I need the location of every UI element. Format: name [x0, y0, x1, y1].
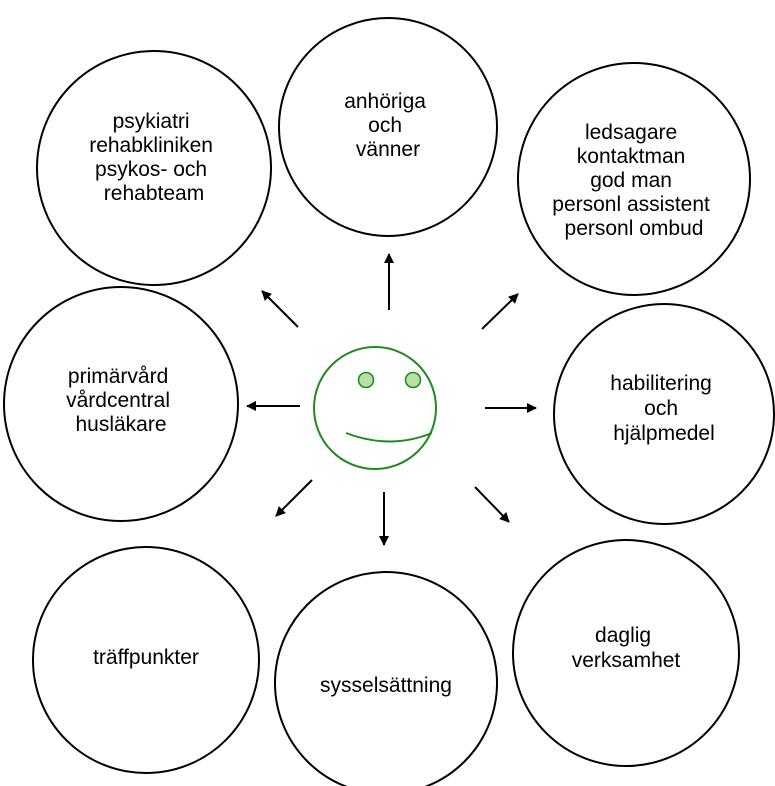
- arrows: [246, 253, 537, 546]
- node-habilitering-line-2: och: [644, 397, 678, 420]
- node-primarvard-line-2: vårdcentral: [66, 389, 170, 412]
- node-psykiatri: psykiatri rehabkliniken psykos- och reha…: [36, 50, 272, 286]
- node-psykiatri-line-2: rehabkliniken: [89, 134, 213, 157]
- node-anhoriga-circle: [278, 17, 498, 237]
- node-psykiatri-line-4: rehabteam: [104, 182, 204, 205]
- node-anhoriga: anhöriga och vänner: [278, 17, 498, 237]
- node-ledsagare-line-2: kontaktman: [577, 145, 686, 168]
- arrow-to-psykiatri: [261, 290, 299, 328]
- left-eye: [357, 371, 375, 389]
- node-habilitering-line-3: hjälpmedel: [613, 422, 715, 445]
- node-psykiatri-circle: [36, 50, 272, 286]
- right-eye: [404, 371, 422, 389]
- node-anhoriga-line-2: och: [368, 114, 402, 137]
- node-daglig-circle: [512, 539, 740, 767]
- node-habilitering-line-1: habilitering: [610, 372, 712, 395]
- node-anhoriga-line-1: anhöriga: [344, 90, 426, 113]
- node-daglig-line-1: daglig: [595, 624, 651, 647]
- node-daglig-line-2: verksamhet: [572, 649, 681, 672]
- arrow-to-daglig: [474, 486, 510, 523]
- arrow-to-traffpunkter: [275, 479, 313, 517]
- node-primarvard-circle: [3, 286, 239, 522]
- node-ledsagare-circle: [517, 62, 751, 296]
- node-primarvard: primärvård vårdcentral husläkare: [3, 286, 239, 522]
- node-daglig: daglig verksamhet: [512, 539, 740, 767]
- svg-text:primärvård vårdcentral: primärvård vårdcentral husläkare: [66, 365, 176, 436]
- node-ledsagare-line-4: personl assistent: [552, 193, 710, 216]
- node-ledsagare-line-5: personl ombud: [565, 217, 704, 240]
- svg-text:träffpunkter: träffpunkter: [93, 646, 199, 669]
- node-traffpunkter: träffpunkter: [32, 546, 260, 774]
- node-habilitering: habilitering och hjälpmedel: [553, 303, 775, 525]
- node-primarvard-line-3: husläkare: [75, 413, 166, 436]
- svg-text:daglig verksamhet: daglig verksamhet: [572, 624, 681, 672]
- svg-text:sysselsättning: sysselsättning: [320, 674, 452, 697]
- node-psykiatri-line-1: psykiatri: [113, 110, 190, 133]
- svg-text:habilitering och h: habilitering och hjälpmedel: [610, 372, 717, 445]
- node-traffpunkter-line-1: träffpunkter: [93, 646, 199, 669]
- svg-text:anhöriga och vänne: anhöriga och vänner: [344, 90, 432, 161]
- node-ledsagare-line-1: ledsagare: [585, 121, 677, 144]
- node-primarvard-line-1: primärvård: [68, 365, 168, 388]
- node-habilitering-circle: [553, 303, 775, 525]
- arrow-to-ledsagare: [481, 293, 519, 330]
- node-anhoriga-line-3: vänner: [356, 138, 420, 161]
- node-traffpunkter-circle: [32, 546, 260, 774]
- svg-text:psykiatri rehabkliniken: psykiatri rehabkliniken psykos- och reha…: [89, 110, 219, 205]
- smiley-face-icon: [313, 346, 437, 470]
- svg-text:ledsagare kontaktman: ledsagare kontaktman god man personl ass…: [552, 121, 715, 240]
- node-ledsagare: ledsagare kontaktman god man personl ass…: [517, 62, 751, 296]
- node-sysselsattning-circle: [274, 571, 498, 786]
- smile-mouth: [345, 432, 433, 443]
- node-ledsagare-line-3: god man: [590, 169, 672, 192]
- node-psykiatri-line-3: psykos- och: [95, 158, 207, 181]
- node-sysselsattning: sysselsättning: [274, 571, 498, 786]
- node-sysselsattning-line-1: sysselsättning: [320, 674, 452, 697]
- face-outline: [313, 346, 437, 470]
